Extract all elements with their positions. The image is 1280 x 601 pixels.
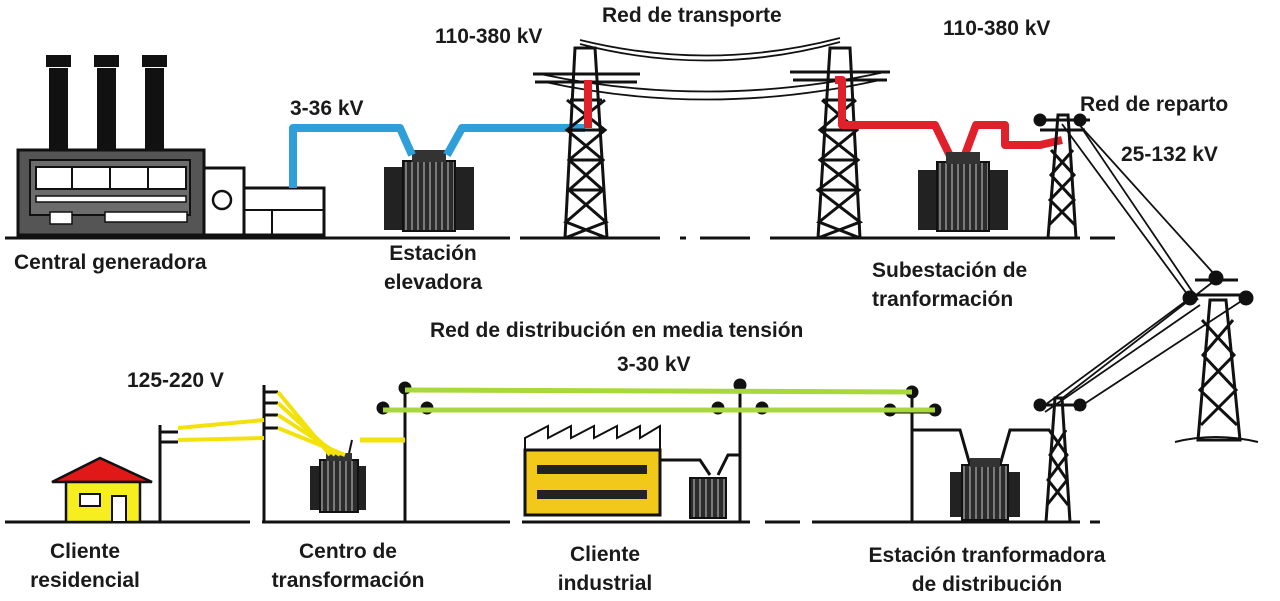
reparto-cables [1044,119,1247,413]
distribution-pole-bottom-right [1033,396,1087,524]
label-subestacion: Subestación de tranformación [872,259,1028,311]
generation-line-right [443,124,585,157]
transport-line [584,76,1063,162]
label-cliente-residencial: Cliente residencial [30,540,140,592]
label-voltage-generation: 3-36 kV [290,97,364,120]
label-red-media-tension: Red de distribución en media tensión [430,319,804,342]
residential-house [51,456,153,524]
label-estacion-distribucion: Estación tranformadora de distribución [868,544,1106,596]
label-estacion-elevadora: Estación elevadora [383,242,483,294]
label-voltage-transport-left: 110-380 kV [435,25,543,48]
generation-line-left [289,124,416,188]
distribution-transformer [912,428,1050,521]
centro-transformacion [310,437,405,513]
medium-voltage-lines [383,387,935,413]
label-red-transporte: Red de transporte [602,4,782,27]
label-red-reparto: Red de reparto [1080,93,1229,116]
generation-line [289,124,585,188]
substation-transformer [918,152,1008,232]
label-voltage-reparto: 25-132 kV [1121,143,1218,166]
low-voltage-lines [177,390,346,457]
lv-pole [158,385,278,522]
power-plant [16,55,326,237]
transmission-tower-left [533,46,640,240]
label-voltage-transport-right: 110-380 kV [943,17,1051,40]
label-central-generadora: Central generadora [14,251,207,274]
distribution-pole-top [1033,113,1090,240]
label-voltage-media: 3-30 kV [617,353,691,376]
step-up-transformer [384,150,474,232]
label-cliente-industrial: Cliente industrial [557,543,653,595]
label-voltage-baja: 125-220 V [127,369,224,392]
industrial-client [523,424,740,519]
label-centro-transformacion: Centro de transformación [271,540,425,592]
